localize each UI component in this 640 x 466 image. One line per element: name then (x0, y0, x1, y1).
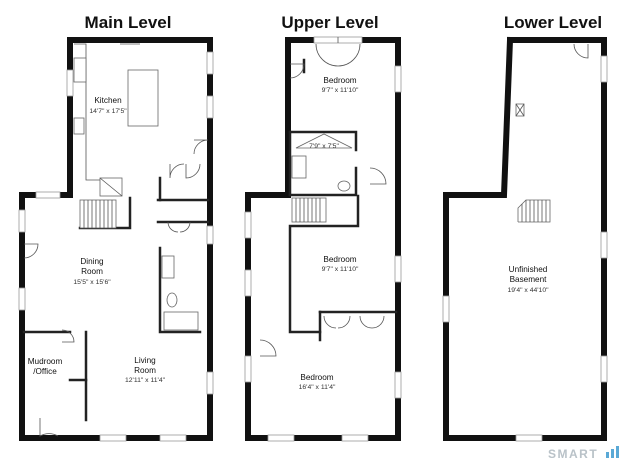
door-swing (185, 163, 201, 179)
lower-level-title: Lower Level (504, 13, 602, 32)
door-swing (359, 315, 373, 329)
upper-bedroom-1-name: Bedroom (323, 76, 356, 85)
brand-bar (616, 446, 619, 458)
door-swing (315, 43, 339, 67)
upper-bedroom-3-dims: 16'4" x 11'4" (299, 384, 336, 391)
fridge-mark (99, 177, 123, 197)
lower-stairs (517, 199, 551, 223)
door-swing (193, 139, 209, 155)
living-dims: 12'11" x 11'4" (125, 377, 166, 384)
window (515, 434, 543, 442)
upper-exterior-wall (245, 37, 401, 441)
window (206, 371, 214, 395)
window (18, 209, 26, 233)
interior-wall (288, 166, 358, 197)
door-swing (369, 167, 387, 185)
lower-exterior-wall (443, 36, 607, 441)
window (244, 211, 252, 239)
corner-shower (295, 133, 353, 149)
window (66, 69, 74, 97)
living-name-2: Room (134, 366, 156, 375)
window (244, 355, 252, 383)
door-swing (573, 43, 589, 59)
door-swing (61, 329, 75, 343)
kitchen-dims: 14'7" x 17'5" (89, 108, 127, 115)
brand-watermark: SMART (548, 446, 619, 461)
window (267, 434, 295, 442)
door-swing (323, 315, 337, 329)
interior-wall (158, 246, 202, 334)
brand-text: SMART (548, 447, 598, 461)
lower-level-plan: Unfinished Basement 19'4" x 44'10" (442, 36, 608, 442)
basement-name: Unfinished (509, 265, 548, 274)
window (394, 255, 402, 283)
window (159, 434, 187, 442)
interior-wall (288, 194, 360, 334)
door-swing (179, 221, 191, 233)
kitchen-name: Kitchen (94, 96, 122, 105)
window (244, 269, 252, 297)
column-mark (515, 103, 525, 117)
door-swing (39, 418, 59, 437)
upper-level-plan: Bedroom 9'7" x 11'10" 7'9" x 7'5" Bedroo… (244, 36, 402, 442)
window (394, 65, 402, 93)
basement-name-2: Basement (510, 275, 548, 284)
vanity (161, 255, 175, 279)
upper-stairs (291, 197, 327, 223)
kitchen-island (127, 69, 159, 127)
door-swing (371, 315, 385, 329)
window (18, 287, 26, 311)
upper-bedroom-3-name: Bedroom (300, 373, 333, 382)
main-exterior-wall (19, 37, 213, 441)
door-swing (337, 43, 361, 67)
mudroom-name-2: /Office (33, 367, 57, 376)
window (600, 55, 608, 83)
window (206, 51, 214, 75)
vanity (291, 155, 307, 179)
door-swing (23, 243, 39, 259)
sink (73, 117, 85, 135)
window (99, 434, 127, 442)
basement-dims: 19'4" x 44'10" (507, 287, 549, 294)
bathtub (163, 311, 199, 331)
door-swing (289, 63, 305, 79)
door-swing (169, 163, 185, 179)
main-stairs (79, 199, 117, 229)
brand-bar (606, 452, 609, 458)
window (341, 434, 369, 442)
window (394, 371, 402, 399)
upper-bedroom-2-dims: 9'7" x 11'10" (322, 266, 359, 273)
mudroom-name: Mudroom (28, 357, 63, 366)
upper-bedroom-2-name: Bedroom (323, 255, 356, 264)
door-swing (167, 221, 179, 233)
stove (73, 57, 87, 83)
window (206, 95, 214, 119)
window (35, 191, 61, 199)
main-level-title: Main Level (85, 13, 172, 32)
upper-bath-dims: 7'9" x 7'5" (309, 143, 339, 150)
door-swing (259, 339, 277, 357)
upper-bedroom-1-dims: 9'7" x 11'10" (322, 87, 359, 94)
dining-dims: 15'5" x 15'6" (73, 279, 111, 286)
dining-name-2: Room (81, 267, 103, 276)
window (600, 231, 608, 259)
door-swing (337, 315, 351, 329)
toilet (337, 180, 351, 192)
dining-name: Dining (80, 257, 104, 266)
main-level-plan: Kitchen 14'7" x 17'5" Dining Room 15'5" … (18, 37, 214, 442)
living-name: Living (134, 356, 156, 365)
interior-wall (288, 130, 358, 152)
window (442, 295, 450, 323)
brand-bar (611, 449, 614, 458)
window (206, 225, 214, 245)
upper-level-title: Upper Level (281, 13, 378, 32)
toilet (166, 292, 178, 308)
window (600, 355, 608, 383)
